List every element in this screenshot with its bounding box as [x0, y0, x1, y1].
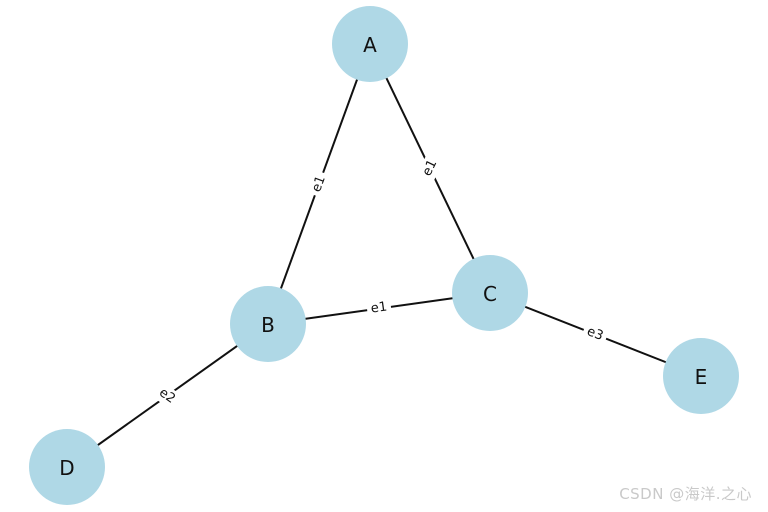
node-circle-d[interactable]	[29, 429, 105, 505]
node-b[interactable]: B	[230, 286, 306, 362]
node-label-c: C	[483, 282, 497, 306]
node-circle-e[interactable]	[663, 338, 739, 414]
edge-label-a-b: e1	[306, 169, 332, 199]
edge-labels-layer: e1 e1 e1 e2 e3	[152, 153, 610, 411]
node-label-e: E	[695, 365, 708, 389]
node-circle-b[interactable]	[230, 286, 306, 362]
edge-label-text: e1	[420, 157, 441, 178]
node-e[interactable]: E	[663, 338, 739, 414]
edge-label-backdrop	[152, 381, 182, 411]
edge-label-backdrop	[365, 297, 393, 319]
edge-label-backdrop	[416, 153, 444, 183]
edge-label-a-c: e1	[416, 153, 444, 183]
edge-label-backdrop	[306, 169, 332, 199]
edge-label-b-c: e1	[365, 297, 393, 319]
edge-label-text: e1	[309, 174, 329, 194]
node-a[interactable]: A	[332, 6, 408, 82]
node-label-a: A	[363, 33, 377, 57]
edge-label-text: e1	[370, 299, 388, 316]
nodes-layer: A B C D E	[29, 6, 739, 505]
edge-label-text: e3	[585, 324, 606, 344]
node-label-d: D	[59, 456, 74, 480]
edge-label-backdrop	[580, 321, 610, 347]
node-c[interactable]: C	[452, 255, 528, 331]
node-label-b: B	[261, 313, 275, 337]
edge-label-b-d: e2	[152, 381, 182, 411]
edge-label-c-e: e3	[580, 321, 610, 347]
node-d[interactable]: D	[29, 429, 105, 505]
node-circle-a[interactable]	[332, 6, 408, 82]
node-circle-c[interactable]	[452, 255, 528, 331]
csdn-watermark: CSDN @海洋.之心	[619, 485, 752, 503]
